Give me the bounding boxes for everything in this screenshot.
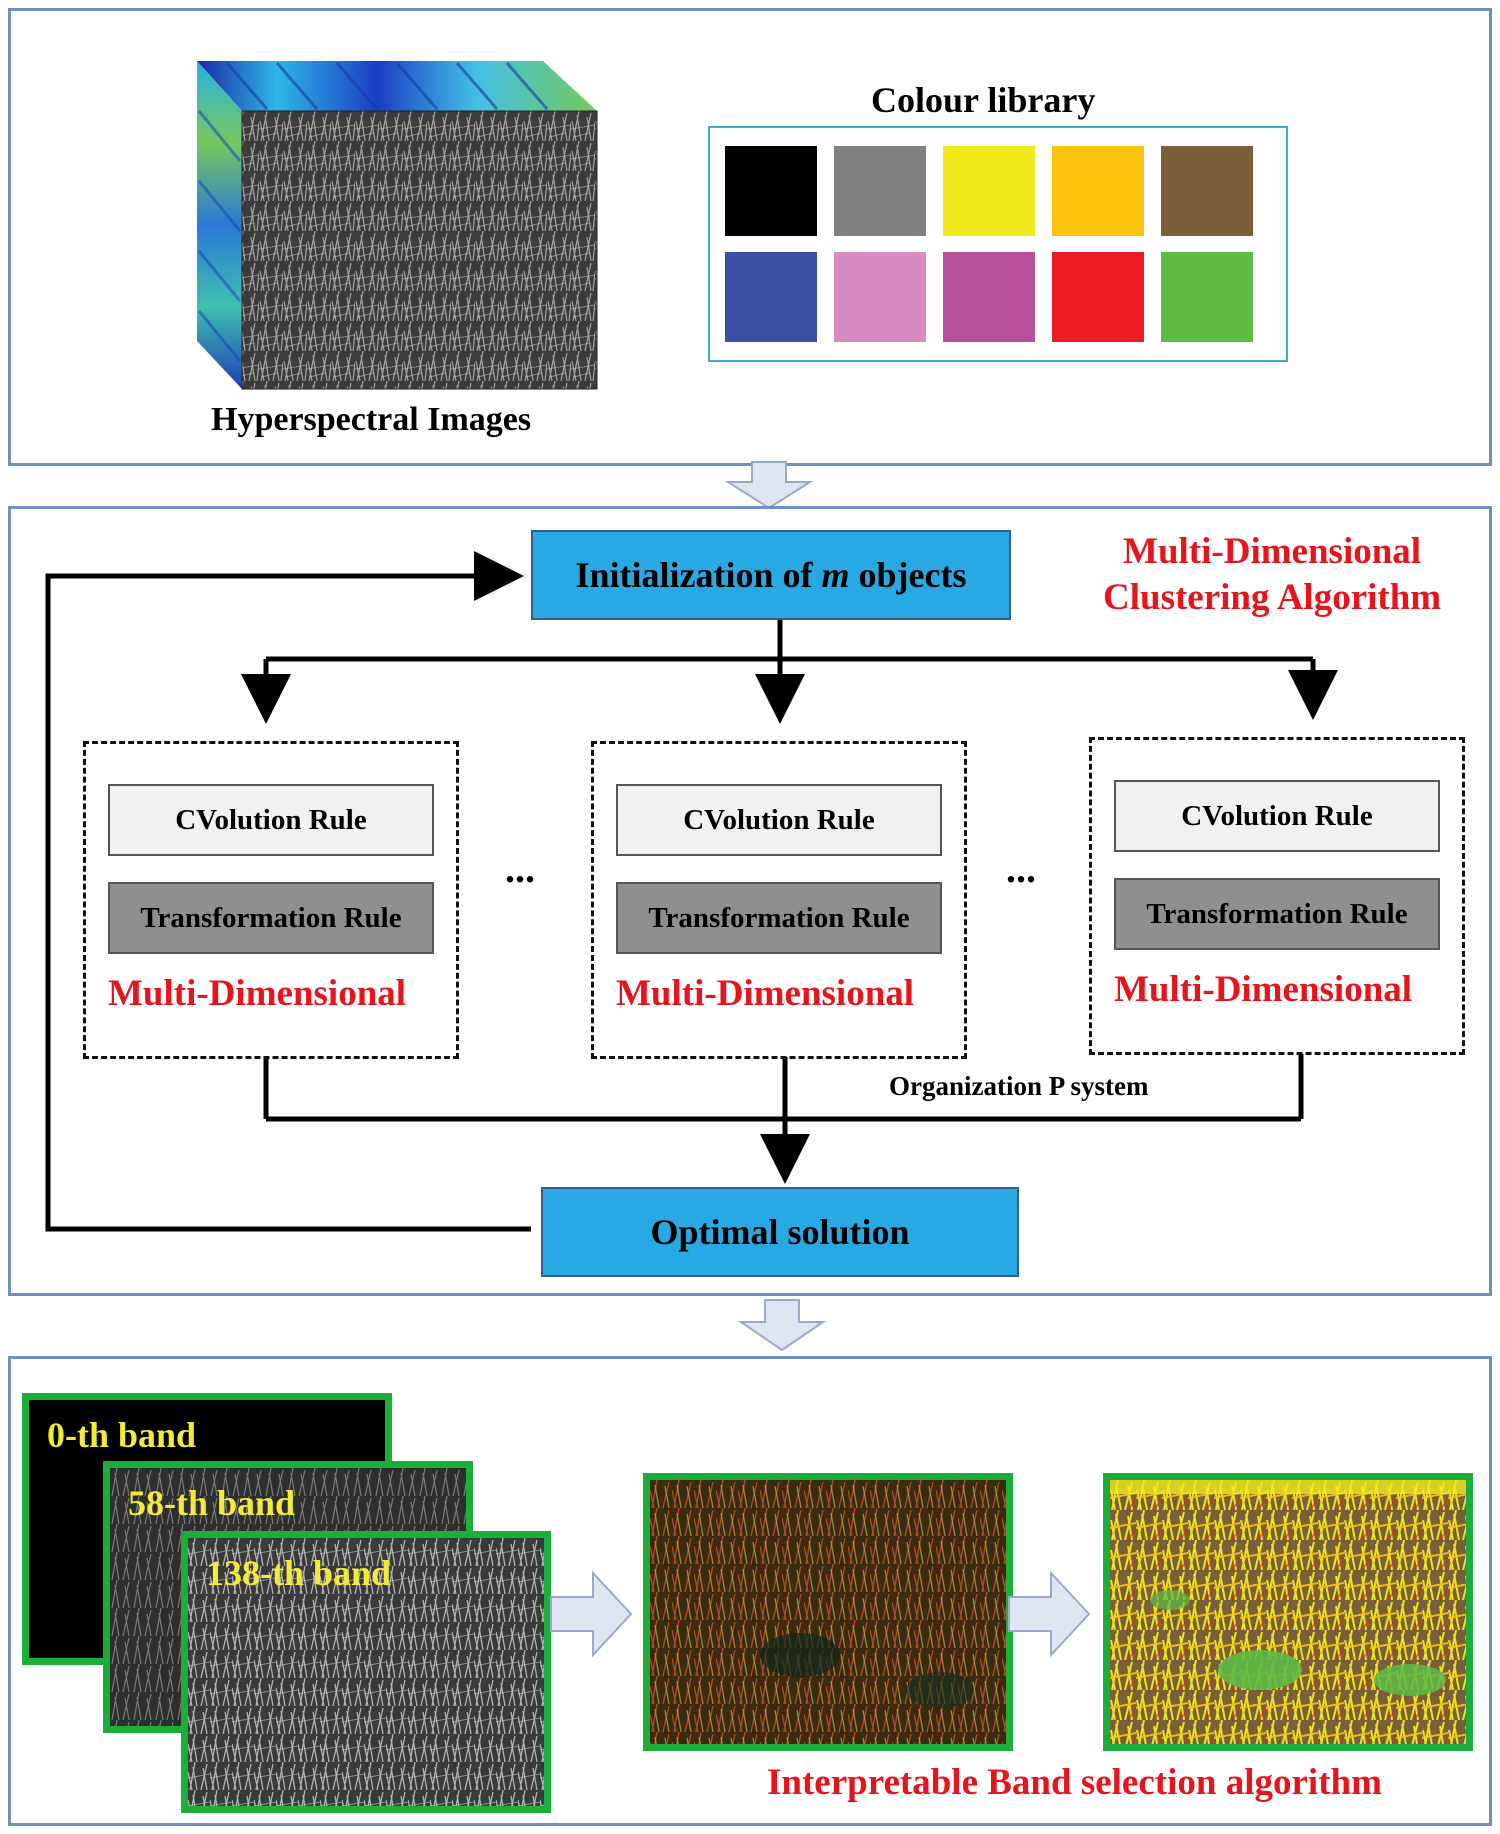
transformation-rule-box: Transformation Rule (1114, 878, 1440, 950)
input-panel: Hyperspectral Images Colour library (8, 8, 1492, 466)
ellipsis-1: ... (505, 846, 535, 891)
right-arrow-icon (550, 1570, 633, 1658)
colour-swatch-blue (725, 252, 817, 342)
clustering-panel: Multi-Dimensional Clustering Algorithm I… (8, 506, 1492, 1296)
membrane-1: CVolution Rule Transformation Rule Multi… (83, 741, 459, 1059)
colour-swatch-red (1052, 252, 1144, 342)
multi-dimensional-label: Multi-Dimensional (108, 973, 407, 1014)
band-image-138: 138-th band (181, 1531, 551, 1813)
hyperspectral-cube-image (197, 61, 598, 390)
colour-swatch-yellow (943, 146, 1035, 236)
colour-library-title: Colour library (871, 80, 1096, 120)
flow-connectors (45, 551, 1338, 1232)
cvolution-rule-box: CVolution Rule (108, 784, 434, 856)
down-arrow-icon (737, 1299, 827, 1352)
optimal-solution-box: Optimal solution (541, 1187, 1019, 1277)
cvolution-rule-box: CVolution Rule (1114, 780, 1440, 852)
ellipsis-2: ... (1006, 846, 1036, 891)
composite-texture (650, 1480, 1006, 1744)
colour-swatch-gray (834, 146, 926, 236)
transformation-rule-box: Transformation Rule (108, 882, 434, 954)
colour-swatch-black (725, 146, 817, 236)
band-selection-panel: 0-th band 58-th band 138-th band Inter (8, 1356, 1492, 1826)
init-suffix: objects (849, 555, 967, 595)
organization-p-system-label: Organization P system (889, 1071, 1149, 1101)
multi-dimensional-label: Multi-Dimensional (1114, 969, 1413, 1010)
cvolution-rule-box: CVolution Rule (616, 784, 942, 856)
down-arrow-icon (724, 461, 814, 510)
band-label-58: 58-th band (128, 1483, 296, 1523)
clustered-band-map-image (1103, 1473, 1473, 1751)
band-label-0: 0-th band (47, 1415, 197, 1455)
band-label-138: 138-th band (206, 1553, 392, 1593)
init-prefix: Initialization of (575, 555, 822, 595)
membrane-3: CVolution Rule Transformation Rule Multi… (1089, 737, 1465, 1055)
band-138-texture (188, 1538, 544, 1806)
colour-library-box (708, 126, 1288, 362)
membrane-2: CVolution Rule Transformation Rule Multi… (591, 741, 967, 1059)
colour-swatch-pink (834, 252, 926, 342)
clustered-map-texture (1110, 1480, 1466, 1744)
section-title: Multi-Dimensional Clustering Algorithm (1103, 529, 1441, 621)
initialization-box: Initialization of m objects (531, 530, 1011, 620)
interpretable-band-selection-caption: Interpretable Band selection algorithm (767, 1762, 1382, 1803)
section-title-line1: Multi-Dimensional (1123, 531, 1422, 572)
multi-dimensional-label: Multi-Dimensional (616, 973, 915, 1014)
transformation-rule-box: Transformation Rule (616, 882, 942, 954)
init-var: m (821, 555, 850, 595)
section-title-line2: Clustering Algorithm (1103, 577, 1442, 618)
colour-swatch-orange (1052, 146, 1144, 236)
colour-swatch-brown (1161, 146, 1253, 236)
colour-swatch-magenta (943, 252, 1035, 342)
right-arrow-icon (1008, 1570, 1091, 1658)
false-colour-composite-image (643, 1473, 1013, 1751)
hyperspectral-images-caption: Hyperspectral Images (211, 401, 532, 438)
colour-swatch-green (1161, 252, 1253, 342)
